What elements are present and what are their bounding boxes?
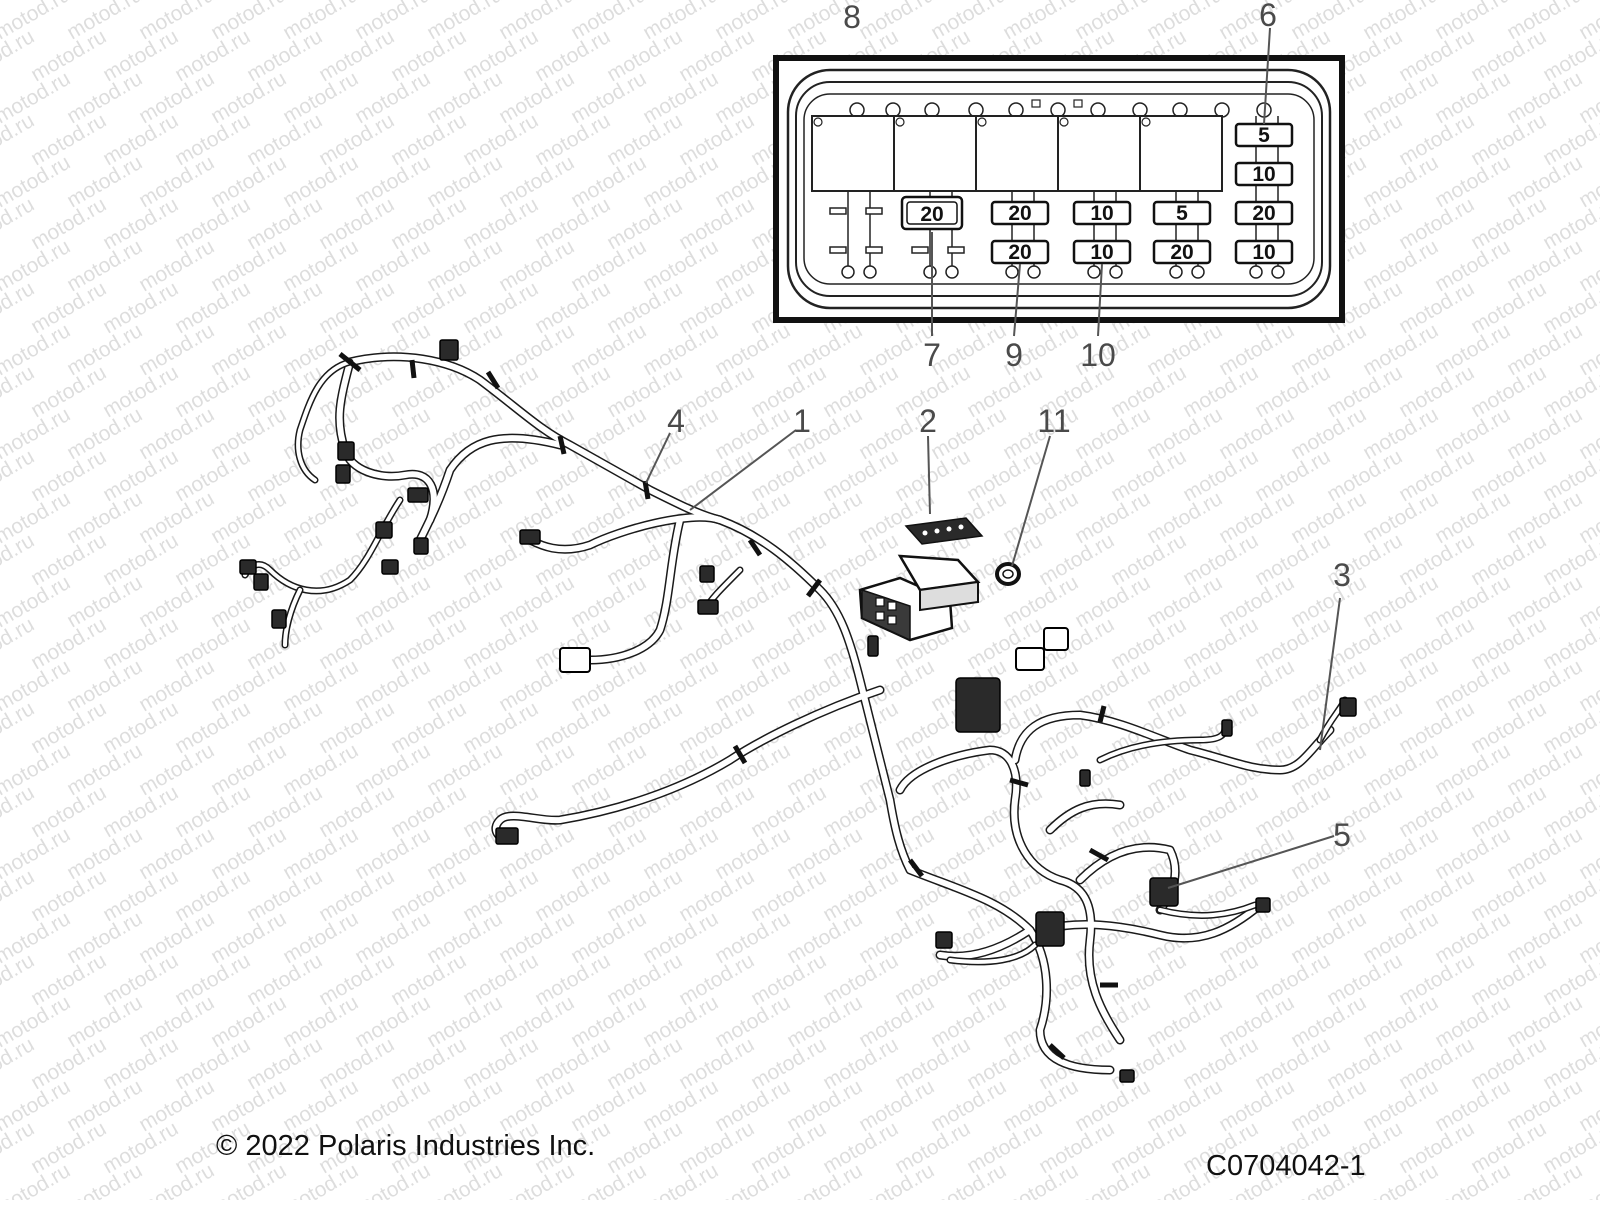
callout-10: 10 <box>1080 337 1116 373</box>
figure-id: C0704042-1 <box>1206 1150 1366 1182</box>
fuse-top-1: 20 <box>920 203 943 226</box>
fuse-right-4: 10 <box>1252 241 1275 264</box>
fuse-bottom-2: 10 <box>1090 241 1113 264</box>
callout-1: 1 <box>793 403 811 439</box>
callout-2: 2 <box>919 403 937 439</box>
fuse-top-3: 10 <box>1090 202 1113 225</box>
callout-7: 7 <box>923 337 941 373</box>
fuse-right-1: 5 <box>1258 124 1270 147</box>
grommet-icon <box>995 562 1021 586</box>
callout-11: 11 <box>1037 403 1070 439</box>
fuse-box-inset: 5 10 20 10 20 20 10 5 20 10 20 <box>773 55 1345 323</box>
callout-4: 4 <box>667 403 685 439</box>
fuse-top-4: 5 <box>1176 202 1188 225</box>
copyright-text: © 2022 Polaris Industries Inc. <box>216 1130 596 1162</box>
fuse-right-3: 20 <box>1252 202 1275 225</box>
fuse-bottom-3: 20 <box>1170 241 1193 264</box>
fuse-top-2: 20 <box>1008 202 1031 225</box>
fuse-bottom-1: 20 <box>1008 241 1031 264</box>
callout-8: 8 <box>843 0 861 35</box>
callout-9: 9 <box>1005 337 1023 373</box>
callout-6: 6 <box>1259 0 1277 33</box>
callout-5: 5 <box>1333 817 1351 853</box>
callout-3: 3 <box>1333 557 1351 593</box>
fuse-right-2: 10 <box>1252 163 1275 186</box>
